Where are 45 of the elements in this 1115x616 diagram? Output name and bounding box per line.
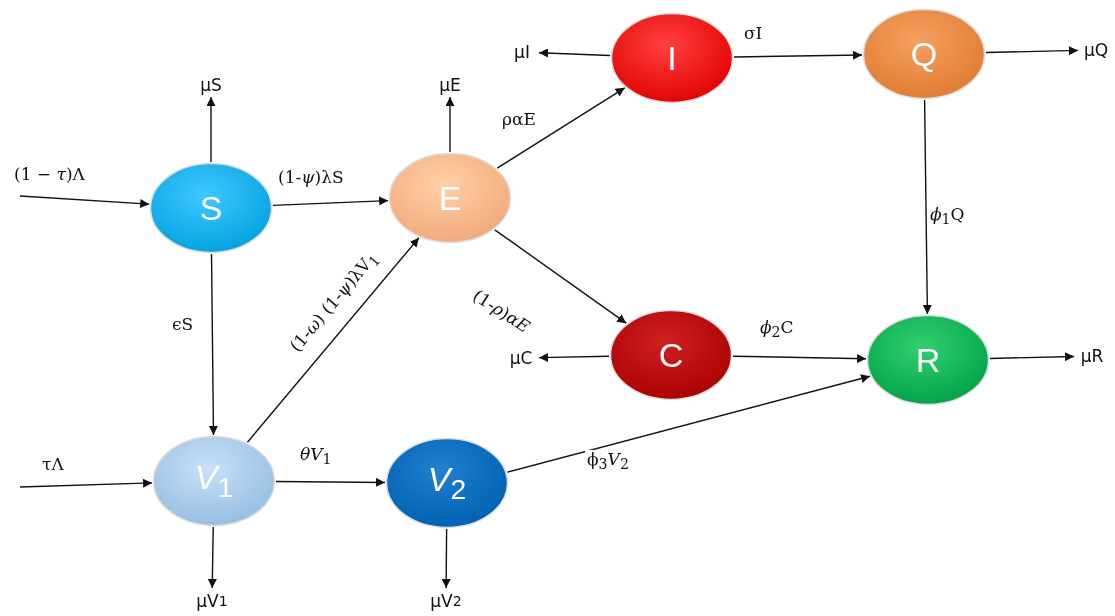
arrow xyxy=(496,87,626,169)
arrow xyxy=(208,253,218,436)
arrow xyxy=(732,354,867,364)
arrow xyxy=(494,229,627,324)
arrow xyxy=(207,526,217,589)
compartment-label: V$_{2}$ xyxy=(427,460,467,506)
rate-label: μE xyxy=(433,73,467,97)
edge-label: (1-ψ)λS xyxy=(276,168,346,187)
rate-label: μI xyxy=(505,40,539,64)
arrow xyxy=(19,478,153,488)
compartment-ellipse xyxy=(866,314,990,406)
arrow xyxy=(19,195,150,209)
edge-label: ραE xyxy=(500,110,538,129)
compartment-ellipse xyxy=(149,162,273,254)
compartment-label: V$_{1}$ xyxy=(194,458,234,504)
compartment-label: I xyxy=(667,38,677,78)
compartment-label: E xyxy=(438,178,462,218)
arrow xyxy=(275,477,386,487)
arrow xyxy=(733,50,863,60)
rate-label: μQ xyxy=(1078,38,1114,62)
rate-label: μS xyxy=(194,73,228,97)
arrow xyxy=(989,352,1075,362)
compartment-label: R xyxy=(915,340,941,380)
arrow xyxy=(206,96,216,163)
arrow xyxy=(445,96,455,153)
compartment-ellipse xyxy=(152,435,276,527)
compartment-ellipse xyxy=(385,437,509,529)
rate-label: μC xyxy=(503,346,539,370)
compartment-ellipse xyxy=(610,12,734,104)
arrow xyxy=(506,374,871,473)
arrow xyxy=(272,196,389,207)
compartment-ellipse xyxy=(862,8,986,100)
arrow xyxy=(538,352,610,362)
arrow xyxy=(538,48,611,58)
rate-label: μR xyxy=(1074,344,1110,368)
arrow xyxy=(922,99,932,315)
compartment-ellipse xyxy=(609,309,733,401)
compartment-ellipse xyxy=(388,152,512,244)
edge-label: (1 − τ)Λ xyxy=(12,165,87,184)
compartment-label: Q xyxy=(910,34,938,74)
compartment-label: C xyxy=(658,335,684,375)
arrow xyxy=(441,528,451,589)
compartment-label: S xyxy=(199,188,223,228)
arrow xyxy=(246,237,420,443)
arrow xyxy=(985,46,1079,56)
